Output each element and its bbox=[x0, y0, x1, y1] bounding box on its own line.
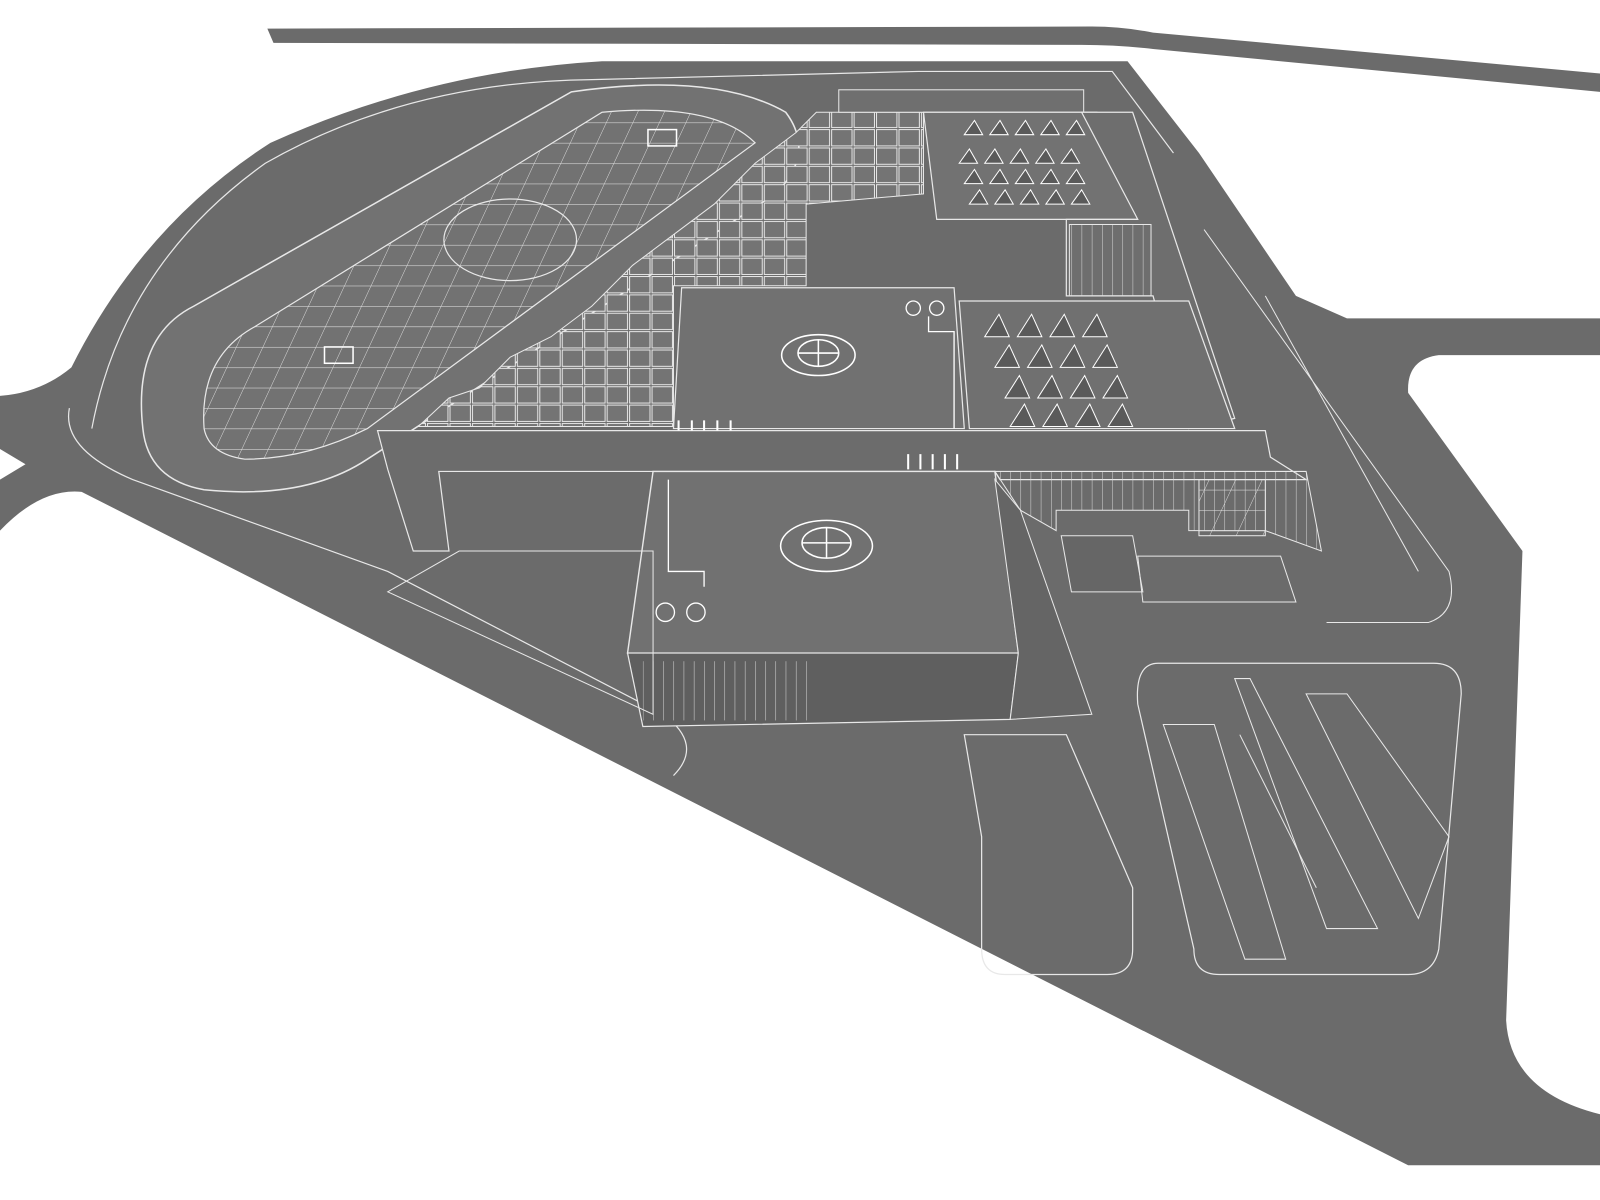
curb-line bbox=[67, 408, 688, 776]
stepped-terrace bbox=[417, 111, 924, 428]
facade-louvers bbox=[642, 661, 812, 721]
parking-islands bbox=[1162, 678, 1450, 960]
hvac-unit bbox=[780, 333, 856, 377]
entrance-canopy bbox=[1060, 535, 1144, 593]
top-road bbox=[267, 26, 1600, 92]
skylight-pyramids bbox=[958, 119, 1134, 428]
building-south-side bbox=[994, 477, 1093, 720]
railing-posts bbox=[677, 420, 959, 470]
stair-glazing bbox=[1068, 223, 1152, 297]
fan-units bbox=[905, 300, 955, 429]
east-road-lines bbox=[1203, 229, 1453, 623]
hvac-unit bbox=[779, 519, 874, 573]
center-circle bbox=[443, 198, 578, 282]
building-north-roof bbox=[838, 89, 1085, 113]
parking-lot-east bbox=[1136, 662, 1462, 976]
glazed-curtain-wall bbox=[1198, 479, 1266, 537]
building-south-roof bbox=[626, 470, 1020, 654]
football-field bbox=[203, 109, 757, 460]
parking-lot-west bbox=[963, 734, 1134, 976]
curb-line bbox=[91, 70, 1174, 429]
goal-bottom bbox=[323, 346, 354, 365]
fan-units bbox=[655, 479, 706, 623]
plaza-outline bbox=[386, 550, 654, 716]
goal-top bbox=[647, 128, 678, 147]
forecourt bbox=[1137, 555, 1297, 603]
